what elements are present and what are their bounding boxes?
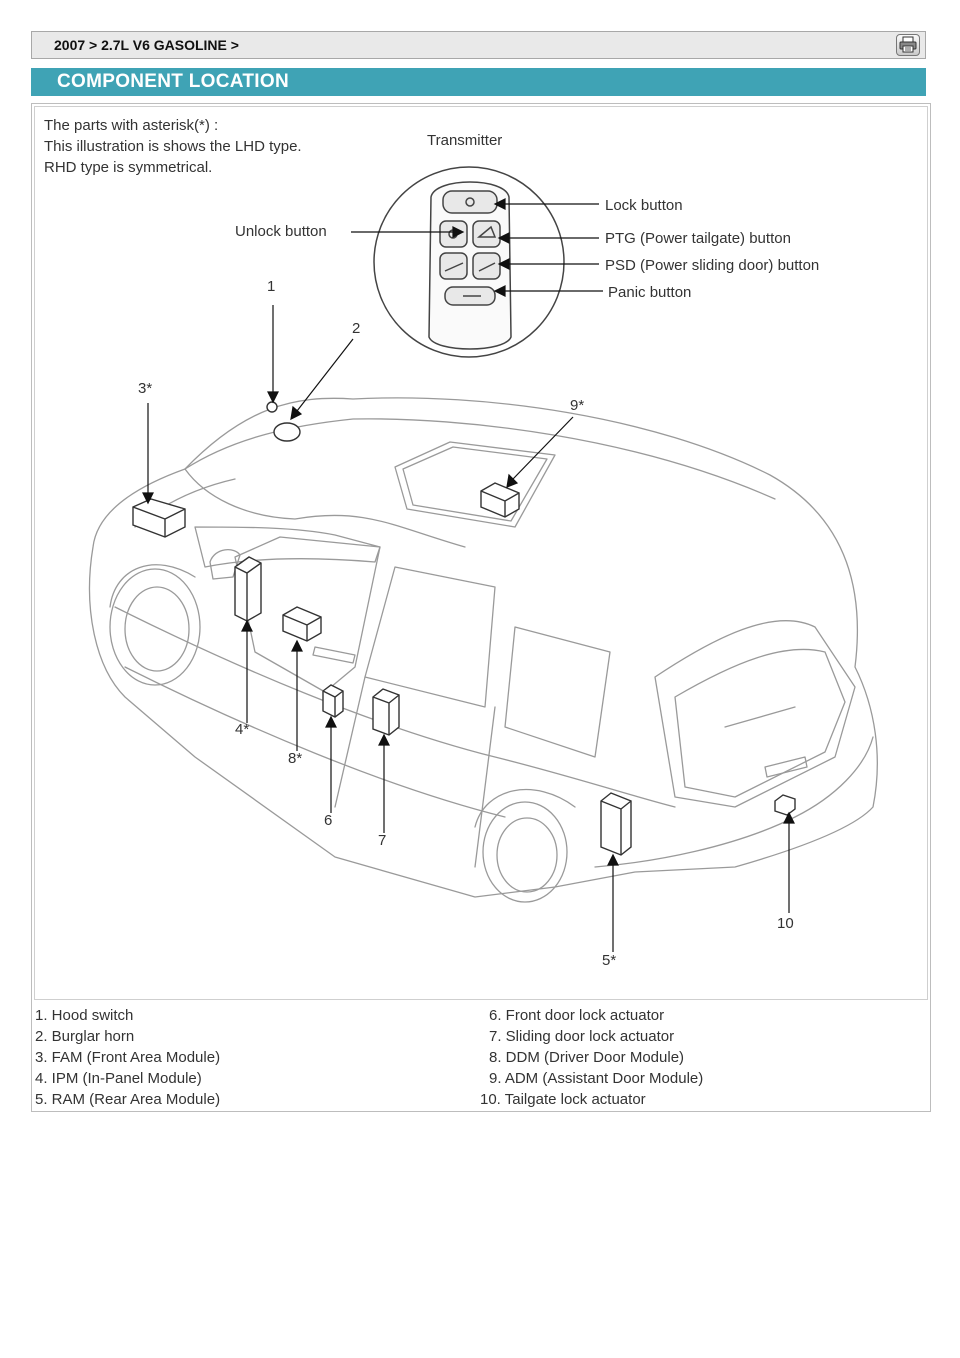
callout-8: 8*	[288, 750, 303, 767]
tailgate-actuator	[774, 794, 796, 816]
legend-item-8: 8. DDM (Driver Door Module)	[489, 1049, 685, 1066]
ddm-module	[282, 606, 322, 642]
breadcrumb[interactable]: 2007 > 2.7L V6 GASOLINE >	[54, 37, 239, 53]
note-line-2: This illustration is shows the LHD type.	[44, 138, 302, 155]
callout-7: 7	[378, 832, 387, 849]
legend-item-6: 6. Front door lock actuator	[489, 1007, 665, 1024]
callout-10: 10	[777, 915, 794, 932]
panic-button-label: Panic button	[608, 284, 692, 301]
fam-module	[132, 498, 186, 538]
legend-item-9: 9. ADM (Assistant Door Module)	[489, 1070, 704, 1087]
callout-1: 1	[267, 278, 276, 295]
burglar-horn	[273, 422, 301, 442]
legend-item-3: 3. FAM (Front Area Module)	[35, 1049, 221, 1066]
ptg-button-label: PTG (Power tailgate) button	[605, 230, 791, 247]
legend-item-1: 1. Hood switch	[35, 1007, 134, 1024]
vehicle-body-outline	[88, 397, 878, 898]
legend-item-5: 5. RAM (Rear Area Module)	[35, 1091, 221, 1108]
component-illustration: The parts with asterisk(*) : This illust…	[34, 106, 928, 1000]
legend-item-2: 2. Burglar horn	[35, 1028, 135, 1045]
callout-5: 5*	[602, 952, 617, 969]
callout-6: 6	[324, 812, 333, 829]
vehicle-drawing	[88, 166, 878, 952]
callout-4: 4*	[235, 721, 250, 738]
note-line-1: The parts with asterisk(*) :	[44, 117, 219, 134]
front-door-actuator	[322, 684, 344, 718]
print-button[interactable]	[896, 34, 920, 56]
legend-item-10: 10. Tailgate lock actuator	[480, 1091, 646, 1108]
lock-button-label: Lock button	[605, 197, 683, 214]
parts-legend: 1. Hood switch 2. Burglar horn 3. FAM (F…	[32, 1000, 930, 1110]
note-line-3: RHD type is symmetrical.	[44, 159, 213, 176]
rear-wheel	[482, 801, 568, 903]
ipm-module	[234, 556, 262, 622]
front-wheel	[109, 568, 201, 686]
transmitter-title: Transmitter	[427, 132, 503, 149]
hood-switch	[266, 401, 278, 413]
psd-button-label: PSD (Power sliding door) button	[605, 257, 820, 274]
sunroof	[394, 441, 556, 528]
legend-item-7: 7. Sliding door lock actuator	[489, 1028, 675, 1045]
section-header: COMPONENT LOCATION	[31, 68, 926, 96]
legend-item-4: 4. IPM (In-Panel Module)	[35, 1070, 202, 1087]
breadcrumb-bar: 2007 > 2.7L V6 GASOLINE >	[31, 31, 926, 59]
callout-2: 2	[352, 320, 361, 337]
printer-icon	[899, 36, 917, 53]
callout-9: 9*	[570, 397, 585, 414]
page-title: COMPONENT LOCATION	[57, 71, 289, 92]
figure-frame: The parts with asterisk(*) : This illust…	[31, 103, 931, 1112]
unlock-button-label: Unlock button	[235, 223, 327, 240]
ram-module	[600, 792, 632, 856]
transmitter-magnifier-circle	[373, 166, 565, 358]
adm-module	[480, 482, 520, 518]
callout-3: 3*	[138, 380, 153, 397]
